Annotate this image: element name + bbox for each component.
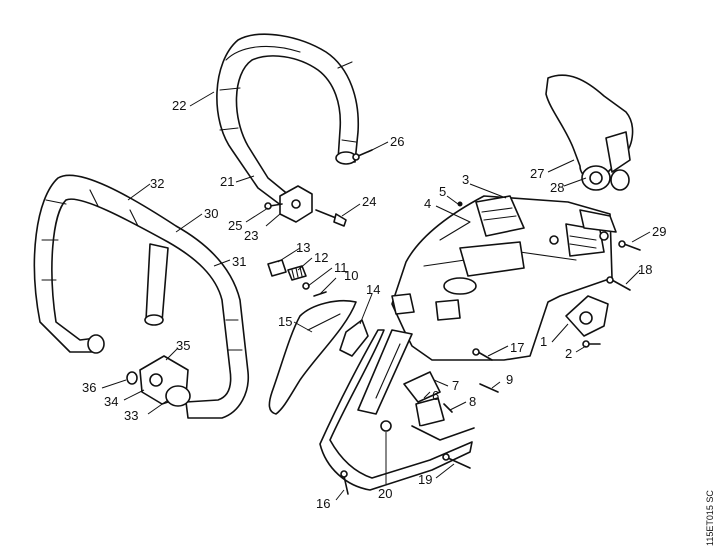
callout-25: 25 — [228, 218, 242, 233]
trigger-lever — [339, 319, 369, 357]
callout-30: 30 — [204, 206, 218, 221]
callout-17: 17 — [510, 340, 524, 355]
callout-34: 34 — [104, 394, 118, 409]
callout-3: 3 — [462, 172, 469, 187]
throttle-trigger — [268, 300, 357, 415]
callout-7: 7 — [452, 378, 459, 393]
callout-4: 4 — [424, 196, 431, 211]
reference-code: 115ET015 SC — [705, 490, 715, 546]
callout-35: 35 — [176, 338, 190, 353]
spring-parts — [267, 259, 327, 297]
callout-11: 11 — [334, 260, 348, 275]
rear-handle-bar — [216, 33, 360, 207]
callout-19: 19 — [418, 472, 432, 487]
callout-27: 27 — [530, 166, 544, 181]
callout-10: 10 — [344, 268, 358, 283]
callout-12: 12 — [314, 250, 328, 265]
handle-support-strut — [144, 243, 169, 326]
callout-5: 5 — [439, 184, 446, 199]
callout-14: 14 — [366, 282, 380, 297]
callout-15: 15 — [278, 314, 292, 329]
callout-13: 13 — [296, 240, 310, 255]
callout-32: 32 — [150, 176, 164, 191]
callout-1: 1 — [540, 334, 547, 349]
callout-24: 24 — [362, 194, 376, 209]
callout-36: 36 — [82, 380, 96, 395]
callout-26: 26 — [390, 134, 404, 149]
top-cover — [545, 74, 634, 191]
rear-grip — [319, 329, 475, 491]
callout-21: 21 — [220, 174, 234, 189]
chain-catcher-mount — [565, 295, 609, 337]
callout-8: 8 — [469, 394, 476, 409]
callout-16: 16 — [316, 496, 330, 511]
screws — [264, 149, 641, 495]
callout-20: 20 — [378, 486, 392, 501]
anti-vibration-buffer — [126, 355, 191, 407]
callout-labels: 1 2 3 4 5 6 7 8 9 10 11 12 13 14 15 16 1… — [82, 98, 666, 511]
callout-6: 6 — [432, 388, 439, 403]
callout-29: 29 — [652, 224, 666, 239]
front-handle-bar — [33, 174, 249, 419]
callout-23: 23 — [244, 228, 258, 243]
callout-18: 18 — [638, 262, 652, 277]
callout-33: 33 — [124, 408, 138, 423]
callout-28: 28 — [550, 180, 564, 195]
callout-2: 2 — [565, 346, 572, 361]
callout-31: 31 — [232, 254, 246, 269]
callout-9: 9 — [506, 372, 513, 387]
callout-22: 22 — [172, 98, 186, 113]
leader-lines — [101, 91, 651, 501]
main-housing — [391, 195, 617, 361]
